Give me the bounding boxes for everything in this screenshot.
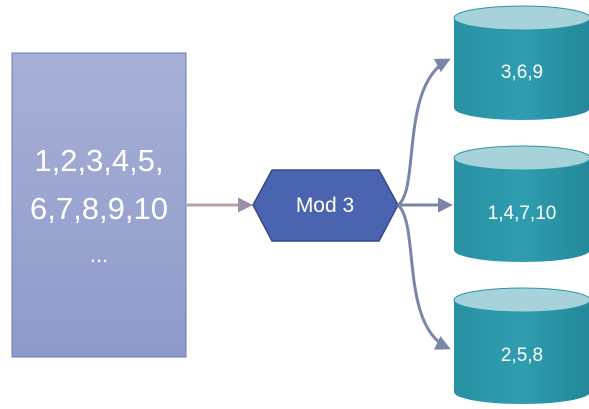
source-line-2: 6,7,8,9,10: [30, 191, 168, 226]
operator-label: Mod 3: [296, 194, 354, 217]
arrow-operator-to-bucket-1: [396, 58, 451, 207]
operator-hexagon: [252, 169, 399, 242]
source-line-3: ...: [90, 242, 108, 267]
arrow-operator-to-bucket-3: [396, 203, 451, 350]
bucket-3-top: [453, 287, 589, 313]
bucket-1-body: [454, 18, 589, 120]
source-box: 1,2,3,4,5, 6,7,8,9,10 ...: [11, 52, 187, 358]
bucket-1-top: [453, 5, 589, 31]
bucket-1: 3,6,9: [453, 5, 589, 120]
source-box-rect: [11, 52, 187, 358]
bucket-2-body: [454, 158, 589, 262]
bucket-3: 2,5,8: [453, 287, 589, 404]
bucket-3-label: 2,5,8: [501, 345, 543, 366]
source-line-1: 1,2,3,4,5,: [34, 143, 163, 178]
bucket-2-label: 1,4,7,10: [488, 203, 557, 224]
bucket-2-top: [453, 145, 589, 171]
bucket-1-label: 3,6,9: [501, 62, 543, 83]
bucket-2: 1,4,7,10: [453, 145, 589, 262]
bucket-3-body: [454, 300, 589, 404]
operator-node: Mod 3: [252, 169, 399, 242]
